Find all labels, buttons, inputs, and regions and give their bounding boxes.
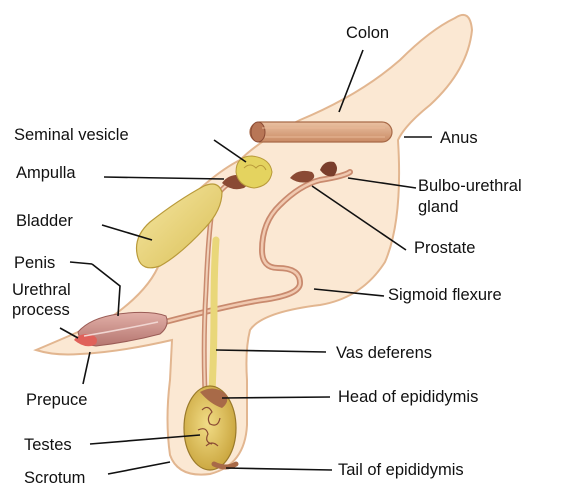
- label-seminal-vesicle: Seminal vesicle: [14, 126, 129, 144]
- label-ampulla: Ampulla: [16, 164, 76, 182]
- spermatic-cord: [212, 240, 216, 392]
- leader-penis-bend: [92, 264, 120, 316]
- leader-ampulla: [104, 177, 224, 179]
- label-bulbo-urethral-line2: gland: [418, 198, 458, 216]
- leader-head-of-epididymis: [222, 397, 330, 398]
- label-testes: Testes: [24, 436, 72, 454]
- label-vas-deferens: Vas deferens: [336, 344, 432, 362]
- label-colon: Colon: [346, 24, 389, 42]
- label-urethral-process-line2: process: [12, 301, 70, 319]
- label-head-of-epididymis: Head of epididymis: [338, 388, 478, 406]
- label-sigmoid-flexure: Sigmoid flexure: [388, 286, 502, 304]
- label-prostate: Prostate: [414, 239, 475, 257]
- leader-seminal-vesicle: [214, 140, 246, 162]
- leader-penis: [70, 262, 92, 264]
- label-prepuce: Prepuce: [26, 391, 87, 409]
- label-bulbo-urethral-line1: Bulbo-urethral: [418, 177, 522, 195]
- label-scrotum: Scrotum: [24, 469, 85, 487]
- label-penis: Penis: [14, 254, 55, 272]
- leader-prepuce: [83, 352, 90, 384]
- leader-tail-of-epididymis: [226, 468, 332, 470]
- colon: [250, 122, 392, 142]
- label-bladder: Bladder: [16, 212, 73, 230]
- leader-scrotum: [108, 462, 170, 474]
- label-urethral-process-line1: Urethral: [12, 281, 71, 299]
- label-tail-of-epididymis: Tail of epididymis: [338, 461, 464, 479]
- label-anus: Anus: [440, 129, 478, 147]
